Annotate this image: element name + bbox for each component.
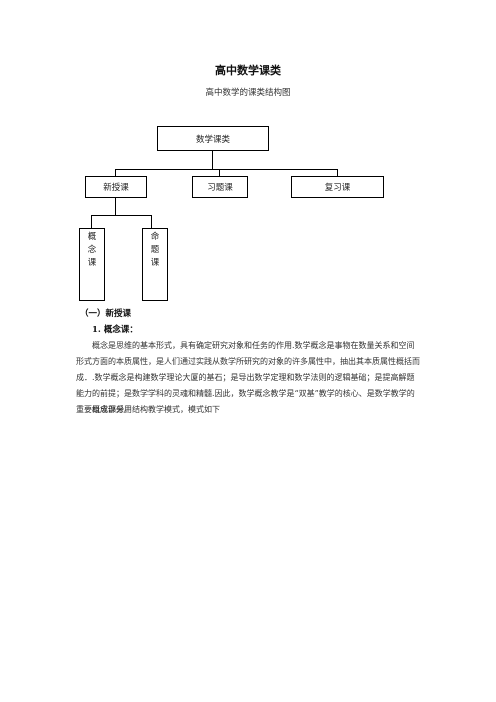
proposition-char: 命 — [150, 232, 160, 242]
body-paragraph: 概念是思维的基本形式，具有确定研究对象和任务的作用.数学概念是事物在数量关系和空… — [76, 341, 420, 414]
document-subtitle: 高中数学的课类结构图 — [205, 88, 291, 98]
node-new-lesson: 新授课 — [85, 176, 147, 198]
connector — [151, 215, 152, 228]
root-node: 数学课类 — [157, 126, 269, 151]
connector — [115, 198, 116, 215]
node-review-lesson-label: 复习课 — [324, 183, 351, 193]
concept-char: 课 — [87, 258, 97, 268]
connector — [115, 169, 338, 170]
node-proposition-lesson: 命 题 课 — [142, 228, 168, 301]
node-exercise-lesson: 习题课 — [192, 176, 248, 198]
connector — [91, 215, 92, 228]
connector — [91, 215, 152, 216]
connector — [337, 169, 338, 176]
connector — [212, 151, 213, 169]
node-review-lesson: 复习课 — [291, 176, 384, 198]
proposition-char: 课 — [150, 258, 160, 268]
body-paragraph: 概念课采用结构教学模式，模式如下 — [92, 405, 220, 414]
connector — [219, 169, 220, 176]
concept-char: 念 — [87, 245, 97, 255]
section-subheading: 1. 概念课： — [92, 325, 138, 335]
node-new-lesson-label: 新授课 — [103, 183, 129, 193]
connector — [115, 169, 116, 176]
root-node-label: 数学课类 — [195, 134, 230, 145]
node-concept-lesson: 概 念 课 — [79, 228, 105, 301]
document-title: 高中数学课类 — [215, 64, 281, 77]
section-heading: （一）新授课 — [80, 309, 132, 319]
node-exercise-lesson-label: 习题课 — [207, 183, 233, 193]
concept-char: 概 — [87, 232, 97, 242]
proposition-char: 题 — [150, 245, 160, 255]
